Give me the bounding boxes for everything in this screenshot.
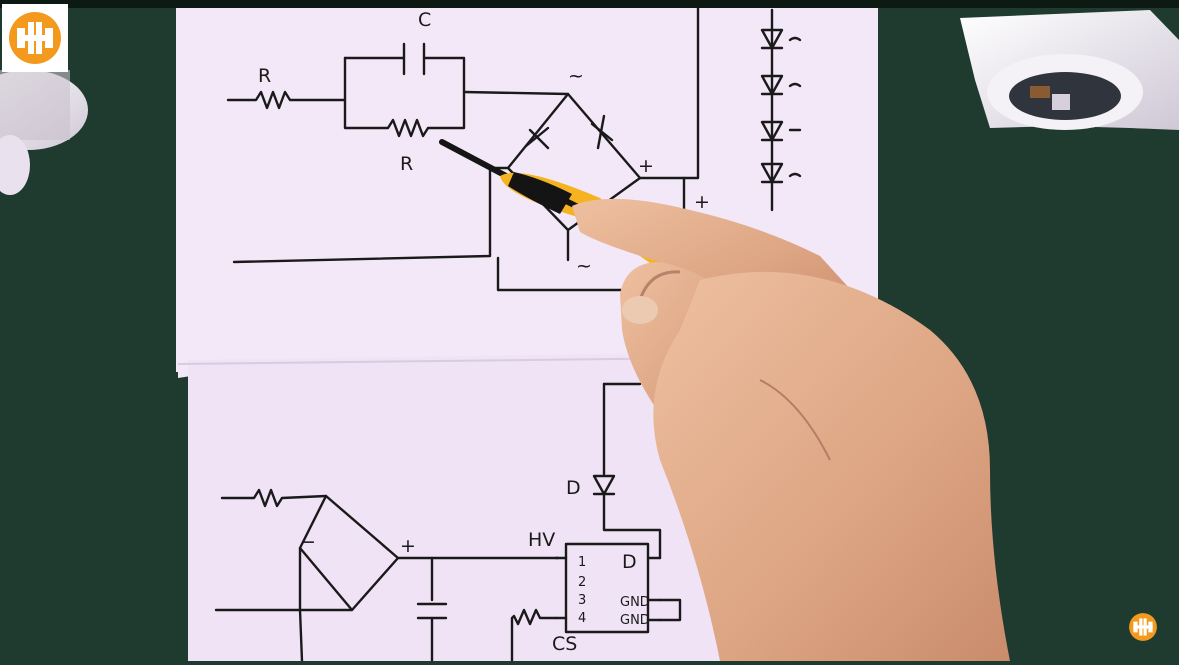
label-ic-gnd2: GND [620,613,650,628]
label-ic-cs: CS [552,633,577,655]
watermark-logo-icon [1129,613,1157,641]
label-capacitor: C [418,9,431,31]
label-output-plus: + [694,191,710,213]
label-ic-hv: HV [528,529,555,551]
top-schematic: C R R ~ ~ + + [226,6,802,292]
led-bulb-right [960,10,1179,130]
label-bridge2-minus: − [300,531,316,553]
label-bridge-ac-bottom: ~ [576,255,592,277]
label-ic-pin4: 4 [578,611,586,626]
bottom-schematic: − + D HV 1 2 3 4 D GND GND CS [214,382,682,663]
label-ic-pin3: 3 [578,593,586,608]
label-bridge-ac-top: ~ [568,65,584,87]
label-diode-d: D [566,477,581,499]
label-bridge-plus: + [638,155,654,177]
channel-logo-icon [9,12,61,64]
label-ic-d: D [622,551,637,573]
channel-logo [2,4,68,72]
label-resistor-in: R [258,65,271,87]
label-ic-pin1: 1 [578,555,586,570]
hand [572,198,1010,661]
label-ic-pin2: 2 [578,575,586,590]
led-bulb-left [0,70,88,195]
label-ic-gnd1: GND [620,595,650,610]
label-resistor-parallel: R [400,153,413,175]
label-bridge2-plus: + [400,535,416,557]
